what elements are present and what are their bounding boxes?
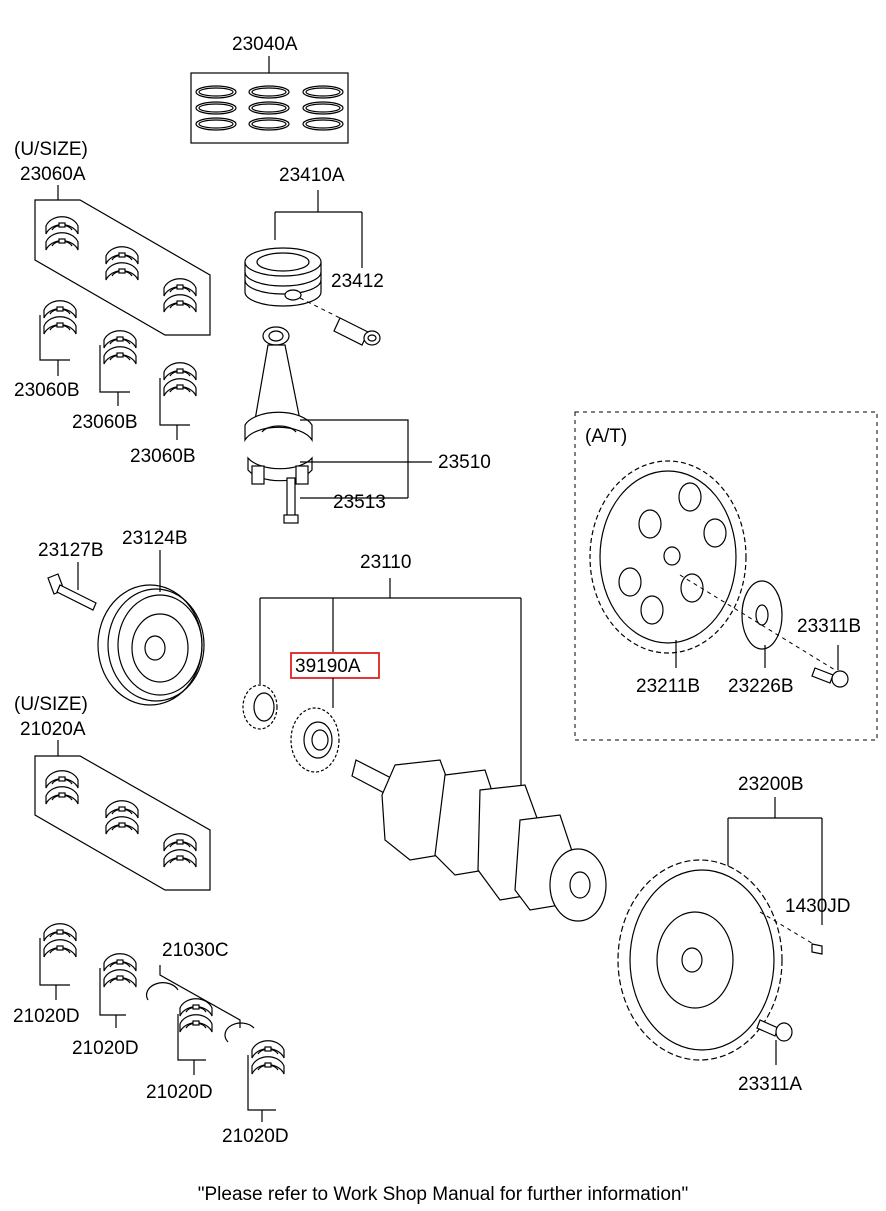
label-bearing-b2: 23060B — [72, 412, 138, 433]
drive-plate[interactable] — [589, 460, 747, 654]
label-crankshaft: 23110 — [360, 552, 411, 573]
label-flywheel: 23200B — [738, 774, 804, 795]
bearing-b1[interactable] — [39, 301, 76, 376]
dowel-pin[interactable] — [811, 943, 823, 955]
piston[interactable] — [244, 247, 322, 307]
label-piston-pin: 23412 — [331, 271, 384, 292]
label-highlighted-sprocket: 39190A — [295, 656, 361, 677]
label-adapter-plate: 23226B — [728, 676, 794, 697]
label-bearing-d2: 21020D — [72, 1038, 139, 1059]
label-bearing-b1: 23060B — [14, 380, 80, 401]
at-section-frame — [574, 411, 878, 741]
label-bearing-b3: 23060B — [130, 446, 196, 467]
label-connecting-rod: 23510 — [438, 452, 491, 473]
label-thrust-washer: 21030C — [162, 940, 229, 961]
adapter-plate[interactable] — [741, 580, 783, 650]
crank-sprocket-small[interactable] — [242, 684, 278, 730]
bearing-d3[interactable] — [177, 999, 212, 1075]
thrust-washer-1[interactable] — [145, 982, 179, 1001]
pulley-bolt[interactable] — [47, 573, 97, 611]
bearing-b3[interactable] — [159, 363, 196, 440]
label-undersize-lower: (U/SIZE) — [14, 694, 88, 715]
crank-pulley[interactable] — [97, 584, 205, 706]
piston-pin[interactable] — [333, 317, 381, 346]
label-bearing-set-lower: 21020A — [20, 719, 86, 740]
bearing-b2[interactable] — [99, 331, 136, 406]
label-piston-ring-set: 23040A — [232, 34, 298, 55]
label-undersize-upper: (U/SIZE) — [14, 139, 88, 160]
label-flywheel-bolt: 23311A — [738, 1074, 802, 1095]
bearing-d1[interactable] — [39, 924, 76, 1000]
crank-sprocket-39190a[interactable] — [290, 707, 340, 773]
label-dowel-pin: 1430JD — [785, 896, 851, 917]
flywheel[interactable] — [617, 859, 783, 1061]
label-bearing-d3: 21020D — [146, 1082, 213, 1103]
label-piston-assy: 23410A — [279, 165, 345, 186]
highlight-box — [290, 652, 380, 679]
thrust-washer-2[interactable] — [224, 1022, 255, 1043]
ring-gear-bolt[interactable] — [811, 667, 849, 688]
label-bearing-set-upper: 23060A — [20, 164, 86, 185]
bearing-set-lower[interactable] — [34, 755, 211, 891]
bearing-d2[interactable] — [99, 954, 136, 1028]
label-ring-gear-bolt: 23311B — [797, 616, 861, 637]
label-at-section: (A/T) — [585, 426, 627, 447]
label-bearing-d4: 21020D — [222, 1126, 289, 1147]
connecting-rod[interactable] — [244, 326, 313, 485]
label-pulley-bolt: 23127B — [38, 540, 104, 561]
label-drive-plate: 23211B — [636, 676, 700, 697]
flywheel-bolt[interactable] — [756, 1019, 793, 1042]
label-pulley: 23124B — [122, 528, 188, 549]
label-bearing-d1: 21020D — [13, 1006, 80, 1027]
label-connecting-rod-bolt: 23513 — [333, 492, 386, 513]
connecting-rod-bolt[interactable] — [283, 477, 299, 524]
bearing-d4[interactable] — [247, 1041, 284, 1122]
bearing-set-upper[interactable] — [34, 199, 211, 336]
piston-ring-set[interactable] — [190, 56, 349, 144]
crankshaft[interactable] — [351, 759, 607, 922]
footer-note: "Please refer to Work Shop Manual for fu… — [197, 1184, 689, 1205]
